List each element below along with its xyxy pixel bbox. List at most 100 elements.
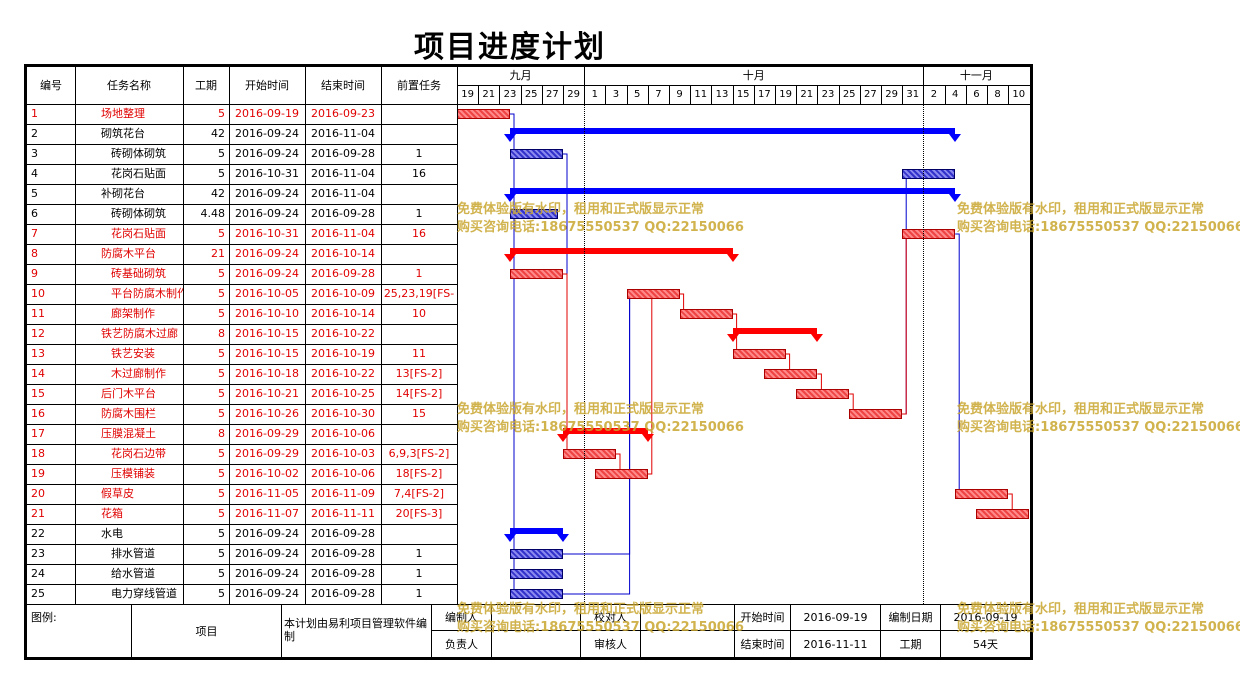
task-id: 21 (31, 507, 45, 520)
summary-end-marker (949, 194, 962, 202)
header-start[interactable]: 开始时间 (245, 79, 289, 92)
start-value: 2016-09-19 (791, 605, 881, 631)
task-predecessor: 11 (412, 347, 426, 360)
summary-bar[interactable] (732, 328, 818, 334)
owner-value[interactable] (492, 631, 581, 658)
task-bar[interactable] (902, 169, 956, 179)
header-id[interactable]: 编号 (40, 79, 62, 92)
day-label: 10 (1012, 89, 1026, 100)
task-bar[interactable] (510, 549, 563, 559)
task-end: 2016-11-04 (311, 187, 375, 200)
task-end: 2016-09-28 (311, 527, 375, 540)
task-name: 铁艺防腐木过廊 (101, 327, 178, 340)
task-bar[interactable] (626, 289, 680, 299)
dependency-link (510, 113, 515, 589)
task-name: 砖砌体砌筑 (111, 207, 166, 220)
task-name: 铁艺安装 (111, 347, 155, 360)
task-id: 25 (31, 587, 45, 600)
task-name: 砖基础砌筑 (111, 267, 166, 280)
task-bar[interactable] (457, 109, 510, 119)
task-id: 9 (31, 267, 38, 280)
header-name[interactable]: 任务名称 (107, 79, 151, 92)
task-bar[interactable] (796, 389, 850, 399)
summary-bar[interactable] (510, 188, 956, 194)
day-label: 29 (885, 89, 898, 100)
task-end: 2016-09-28 (311, 587, 375, 600)
task-bar[interactable] (510, 209, 558, 219)
task-start: 2016-09-24 (235, 187, 299, 200)
task-bar[interactable] (594, 469, 648, 479)
task-id: 5 (31, 187, 38, 200)
summary-bar[interactable] (510, 128, 956, 134)
task-bar[interactable] (510, 149, 563, 159)
reviewer-value[interactable] (641, 631, 735, 658)
task-bar[interactable] (510, 269, 563, 279)
summary-end-marker (557, 434, 569, 442)
compiler-value[interactable] (492, 605, 581, 631)
task-bar[interactable] (955, 489, 1009, 499)
header-duration[interactable]: 工期 (195, 79, 217, 92)
task-predecessor: 1 (415, 207, 423, 220)
day-divider (838, 85, 840, 104)
task-start: 2016-09-24 (235, 127, 299, 140)
summary-bar[interactable] (510, 248, 733, 254)
summary-bar[interactable] (510, 528, 563, 534)
task-bar[interactable] (732, 349, 786, 359)
row-divider (27, 544, 457, 545)
row-divider (27, 564, 457, 565)
task-bar[interactable] (849, 409, 903, 419)
dependency-link (902, 239, 907, 415)
header-predecessor[interactable]: 前置任务 (397, 79, 441, 92)
header-end[interactable]: 结束时间 (321, 79, 365, 92)
task-bar[interactable] (679, 309, 733, 319)
day-label: 6 (973, 89, 980, 100)
dependency-link (647, 299, 653, 475)
task-id: 18 (31, 447, 45, 460)
task-bar[interactable] (510, 569, 563, 579)
task-duration: 21 (211, 247, 225, 260)
day-label: 29 (567, 89, 580, 100)
task-end: 2016-10-30 (311, 407, 375, 420)
checker-value[interactable] (641, 605, 735, 631)
task-bar[interactable] (563, 449, 616, 459)
row-divider (27, 444, 457, 445)
task-bar[interactable] (510, 589, 563, 599)
task-bar[interactable] (764, 369, 818, 379)
task-duration: 5 (218, 407, 225, 420)
task-start: 2016-09-29 (235, 427, 299, 440)
task-bar[interactable] (902, 229, 956, 239)
day-divider (499, 85, 501, 104)
task-bar[interactable] (976, 509, 1030, 519)
summary-bar[interactable] (563, 428, 648, 434)
dependency-link (785, 353, 791, 369)
day-divider (881, 85, 882, 104)
task-predecessor: 14[FS-2] (395, 387, 443, 400)
summary-end-marker (726, 254, 739, 262)
month-divider (923, 67, 925, 85)
